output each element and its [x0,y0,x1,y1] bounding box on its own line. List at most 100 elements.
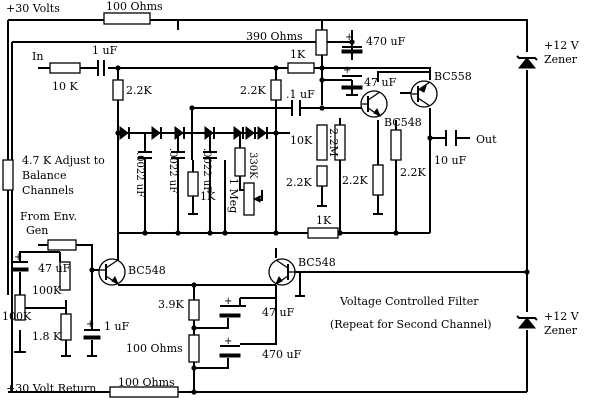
capacitor-470uf-top: + [341,32,363,54]
label-r-100k-a: 100K [32,284,62,297]
capacitor-470uf-bottom: + [219,336,246,358]
label-q-bc548-left: BC548 [128,264,166,277]
label-supply-plus30: +30 Volts [6,2,60,15]
svg-text:+: + [14,252,22,263]
label-zener-top-type: Zener [544,53,578,66]
label-r-2k2-left: 2.2K [126,84,152,97]
label-r-100k-b: 100K [2,310,32,323]
resistor-2k2-b3 [390,129,402,161]
label-r-2k2-mid: 2.2K [240,84,266,97]
resistor-3k9 [188,299,200,321]
label-q-bc558: BC558 [434,70,472,83]
resistor-1k-ladder [187,171,199,197]
label-c-470-top: 470 uF [366,35,406,48]
label-zener-top-volt: +12 V [544,39,580,52]
label-c-1u-left: 1 uF [104,320,130,333]
resistor-100k-b [59,261,71,291]
resistor-1k8 [60,313,72,341]
svg-text:+: + [86,319,94,330]
resistor-330k [234,147,246,177]
label-r-1k8: 1.8 K [32,330,62,343]
capacitor-47uf-left: + [11,252,29,272]
resistor-2k2-b1 [316,165,328,187]
resistor-2k2-b2 [372,164,384,196]
zener-bottom [516,315,538,329]
label-r-1k-lower: 1K [316,214,332,227]
transistor-bc548-left [98,258,126,286]
label-c-47-left: 47 uF [38,262,71,275]
capacitor-47uf-bottom: + [219,296,246,318]
label-adjust-line1: 4.7 K Adjust to [22,154,105,167]
transistor-bc548-right [268,258,300,286]
label-c-0022-c: .0022 uF [201,148,212,193]
capacitor-0022-a [138,151,152,159]
svg-text:+: + [224,296,232,307]
label-r-1k-top: 1K [290,48,306,61]
label-r-3k9: 3.9K [158,298,184,311]
label-r-330k: 330K [247,152,258,179]
label-r-10k-in: 10 K [52,80,78,93]
label-r-2k2-b1: 2.2K [286,176,312,189]
resistor-10k-mid [316,124,328,161]
label-zener-bottom-volt: +12 V [544,310,580,323]
label-c-10u-out: 10 uF [434,154,467,167]
label-env-line2: Gen [26,224,48,237]
label-r-100-top: 100 Ohms [106,0,163,13]
label-q-bc548-top: BC548 [384,116,422,129]
zener-top [516,55,538,69]
label-title-line2: (Repeat for Second Channel) [330,318,492,331]
resistor-100-ohm-bottom [109,386,179,398]
label-r-390: 390 Ohms [246,30,303,43]
capacitor-1uf-input [97,60,105,76]
label-title-line1: Voltage Controlled Filter [339,295,479,308]
label-pot-1meg: 1 Meg [227,178,240,213]
label-c-47-top: 47 uF [364,76,397,89]
svg-text:+: + [343,65,351,76]
transistor-bc558 [410,80,438,108]
label-supply-return: +30 Volt Return [6,382,96,395]
label-r-1k-ladder: 1K [200,190,216,203]
label-q-bc548-right: BC548 [298,256,336,269]
label-r-100-mid: 100 Ohms [126,342,183,355]
label-c-470-bottom: 470 uF [262,348,302,361]
resistor-100k-a [14,294,26,321]
capacitor-p1uf [291,100,301,116]
resistor-100-ohm-top [103,12,151,25]
label-r-2m2: 2.2M [327,128,340,157]
resistor-2k2-mid [270,79,282,101]
label-zener-bottom-type: Zener [544,324,578,337]
capacitor-10uf-out [445,130,457,146]
label-output: Out [476,133,497,146]
label-c-1u-in: 1 uF [92,44,118,57]
label-r-100-bottom: 100 Ohms [118,376,175,389]
resistor-2k2-left [112,79,124,101]
label-env-line1: From Env. [20,210,77,223]
label-c-47-bottom: 47 uF [262,306,295,319]
label-adjust-line3: Channels [22,184,74,197]
resistor-390-ohm [315,29,328,56]
diode-ladder [119,126,268,140]
resistor-1k-top [287,62,315,74]
resistor-adjust-4k7 [2,159,14,191]
capacitor-0022-c [203,151,217,159]
resistor-2m2 [334,124,346,161]
resistor-env-input [47,239,77,251]
label-input: In [32,50,43,63]
label-c-0022-a: .0022 uF [134,152,145,197]
svg-text:+: + [345,32,353,43]
capacitor-1uf-left: + [83,319,101,340]
resistor-10k-input [49,62,81,74]
label-r-2k2-b3: 2.2K [400,166,426,179]
label-r-10k-mid: 10K [290,134,313,147]
resistor-1k-lower [307,227,339,239]
ground-symbols [14,88,383,357]
svg-text:+: + [224,336,232,347]
resistor-100-ohm-mid [188,334,200,363]
capacitor-0022-b [171,151,185,159]
label-r-2k2-b2: 2.2K [342,174,368,187]
label-c-0022-b: .0022 uF [167,148,178,193]
label-adjust-line2: Balance [22,169,66,182]
pot-1meg [243,182,255,216]
transistor-bc548-top [360,90,388,118]
